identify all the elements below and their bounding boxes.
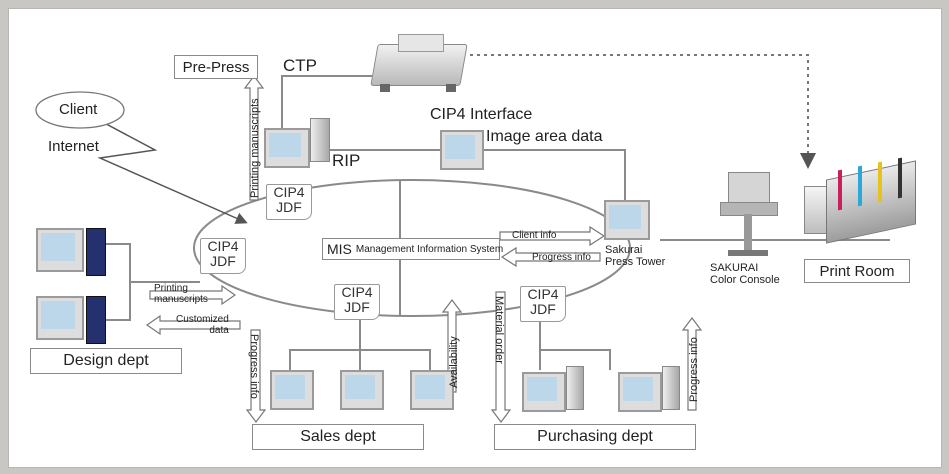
network-ellipse (193, 179, 631, 317)
sales-tree-right (360, 349, 431, 370)
availability-arrow (441, 299, 463, 393)
customized-data-label: Customized data (176, 314, 229, 336)
ctp-label: CTP (283, 56, 317, 75)
sales-monitor-2-icon (340, 370, 384, 410)
customized-data-h-arrow (145, 314, 241, 336)
sales-tree (289, 310, 361, 370)
mis-box: MIS Management Information System (322, 238, 504, 260)
material-order-v-label: Material order (493, 296, 505, 364)
rip-label: RIP (332, 151, 361, 170)
purchasing-tower-2-icon (662, 366, 680, 410)
client-oval (35, 91, 125, 129)
availability-v-label: Availability (448, 336, 460, 388)
printing-press-icon (800, 156, 920, 252)
pre-press-box: Pre-Press (174, 55, 258, 79)
image-area-link (480, 149, 626, 200)
image-area-data-label: Image area data (486, 128, 603, 145)
progress-info-label: Progress info (532, 252, 591, 263)
progress-info-arrow-purchasing (681, 317, 703, 411)
design-tower-2-icon (86, 296, 106, 344)
plate-flow-dotted (470, 54, 816, 169)
design-tower-1-icon (86, 228, 106, 276)
cip4-interface-monitor-icon (440, 130, 484, 170)
purchasing-dept-box: Purchasing dept (494, 424, 696, 450)
client-info-h-arrow (499, 225, 606, 247)
sales-dept-box: Sales dept (252, 424, 424, 450)
ctp-device-icon (368, 30, 468, 92)
sakurai-color-console-label: SAKURAI Color Console (710, 262, 780, 286)
sales-monitor-1-icon (270, 370, 314, 410)
internet-label: Internet (48, 138, 99, 155)
design-monitor-1-icon (36, 228, 84, 272)
progress-info-h-arrow (500, 246, 601, 268)
progress-info-arrow-sales (245, 329, 267, 423)
sales-monitor-3-icon (410, 370, 454, 410)
rip-tower-icon (310, 118, 330, 162)
internet-link (94, 117, 248, 224)
rip-monitor-icon (264, 128, 310, 168)
progress-info-sales-v-label: Progress info (248, 334, 260, 399)
purchasing-tree (539, 318, 611, 370)
purchasing-monitor-1-icon (522, 372, 566, 412)
client-info-label: Client info (512, 230, 557, 241)
sakurai-press-tower-label: Sakurai Press Tower (605, 244, 666, 268)
design-monitor-2-icon (36, 296, 84, 340)
ctp-link (281, 75, 372, 150)
purchasing-monitor-2-icon (618, 372, 662, 412)
cip4-interface-label: CIP4 Interface (430, 106, 533, 123)
press-tower-monitor-icon (604, 200, 650, 240)
color-console-icon (720, 172, 778, 258)
design-dept-box: Design dept (30, 348, 182, 374)
progress-info-purchasing-v-label: Progress info (688, 337, 700, 402)
design-link (105, 243, 131, 321)
printing-manuscripts-h-arrow (149, 284, 237, 306)
client-label: Client (59, 101, 98, 118)
printing-manuscripts-h-label: Printing manuscripts (154, 283, 208, 305)
printing-manuscripts-v-label: Printing manuscripts (249, 98, 261, 198)
print-room-box: Print Room (804, 259, 910, 283)
material-order-arrow (490, 291, 512, 423)
purchasing-tower-1-icon (566, 366, 584, 410)
mis-full-label: Management Information System (355, 243, 504, 255)
mis-short-label: MIS (327, 241, 352, 257)
